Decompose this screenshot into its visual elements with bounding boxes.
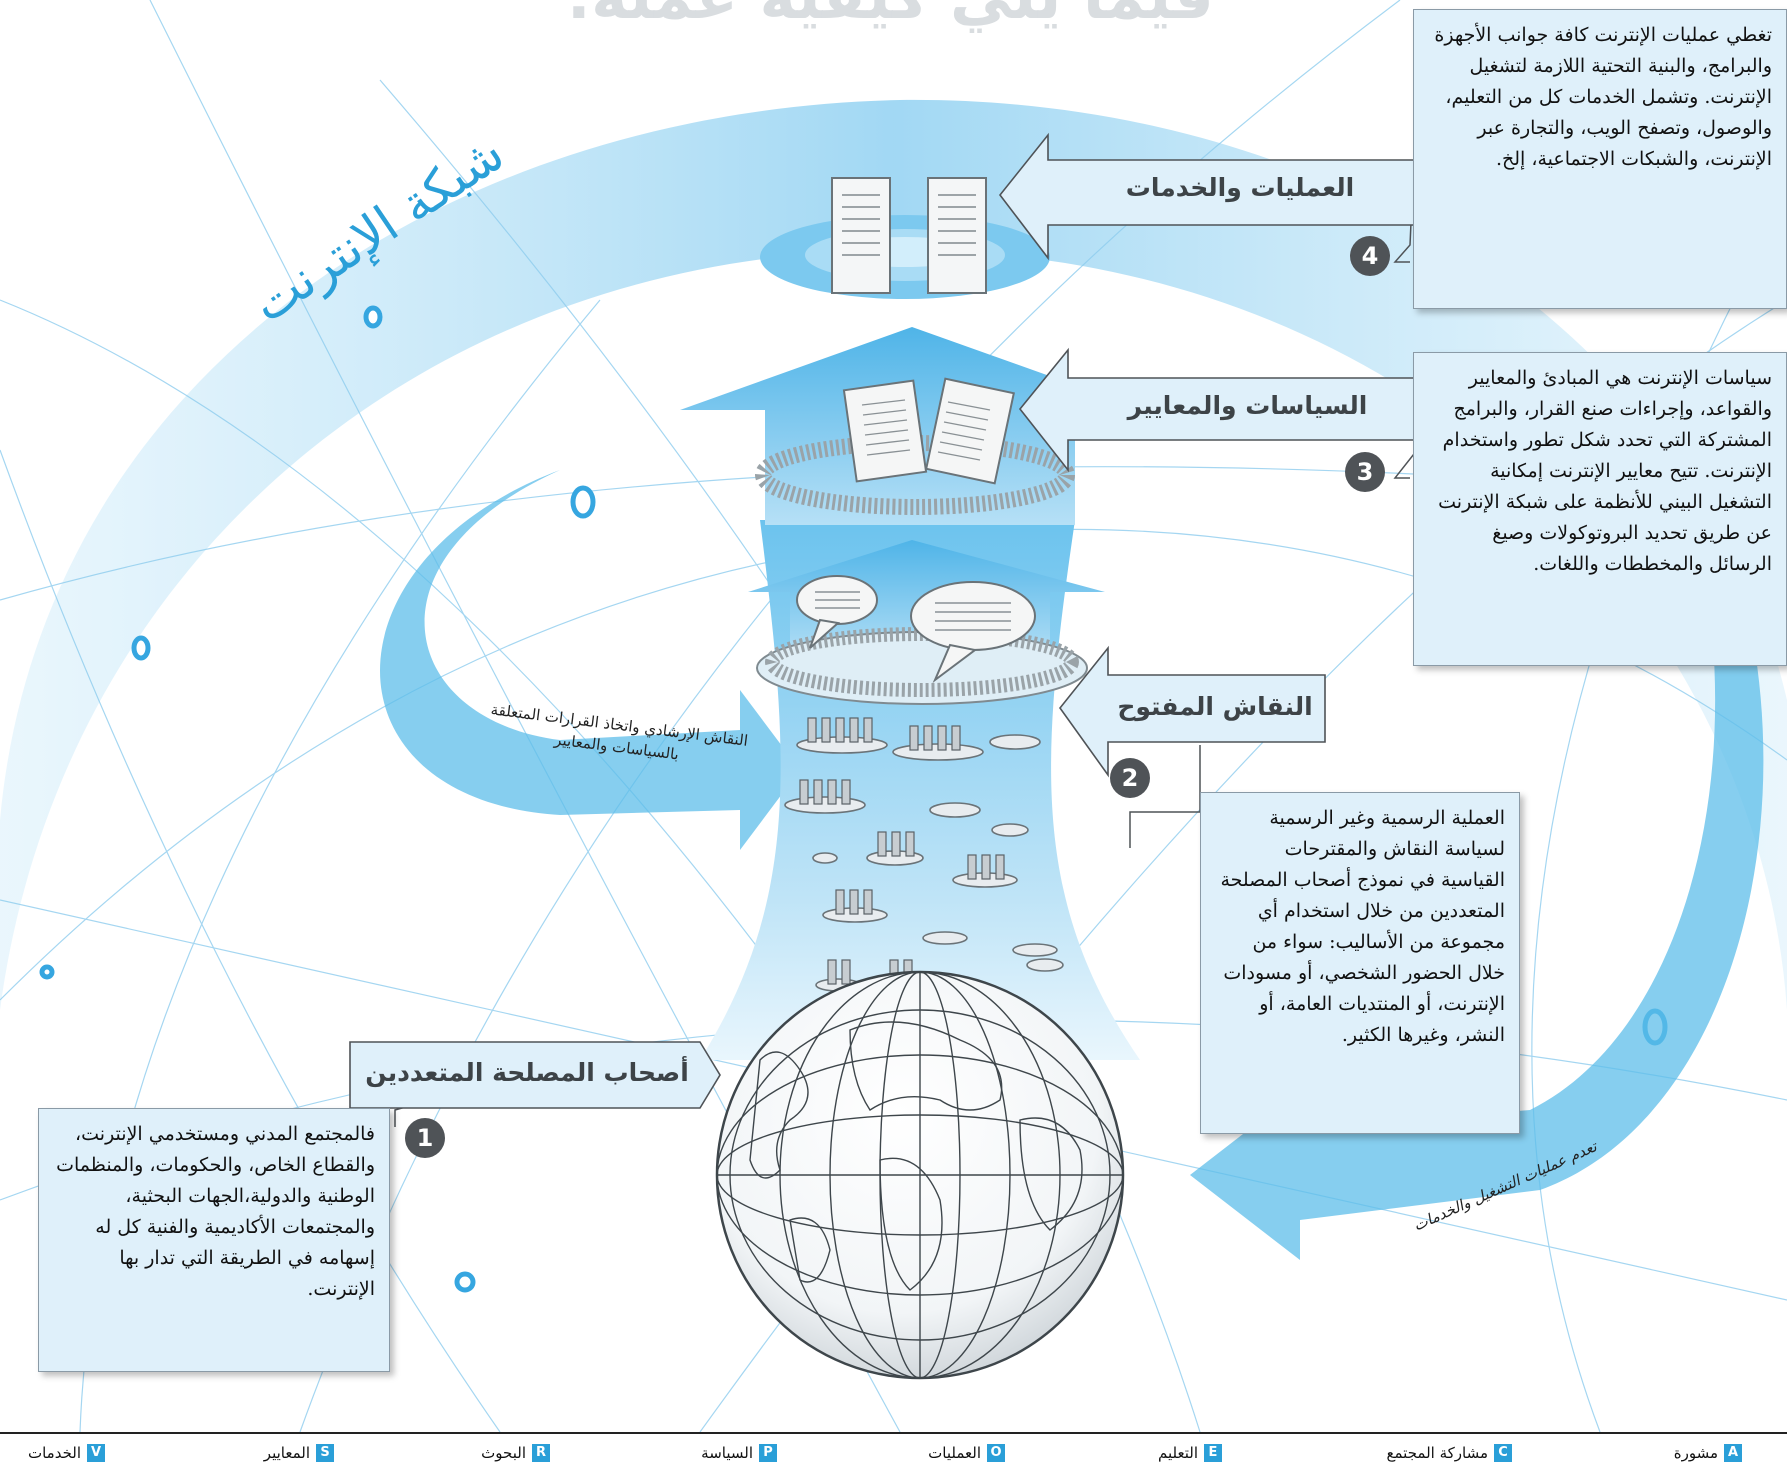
legend-letter: A <box>1724 1444 1742 1462</box>
people-figures <box>799 717 1005 985</box>
page-title: فيما يلي كيفية عمله: <box>540 0 1240 33</box>
legend-label: المعايير <box>263 1444 310 1462</box>
legend-item-advice: A مشورة <box>1674 1444 1742 1462</box>
badge-1: 1 <box>405 1118 445 1158</box>
legend-label: مشورة <box>1673 1444 1718 1462</box>
policy-documents-crowd <box>755 377 1075 515</box>
legend-label: التعليم <box>1158 1444 1198 1462</box>
right-loop-arrow <box>1190 380 1764 1260</box>
legend-letter: E <box>1204 1444 1222 1462</box>
legend-item-services: V الخدمات <box>28 1444 105 1462</box>
legend-label: البحوث <box>481 1444 526 1462</box>
info-policies-standards: سياسات الإنترنت هي المبادئ والمعايير وال… <box>1413 352 1787 666</box>
badge-4: 4 <box>1350 236 1390 276</box>
tag-policies-standards: السياسات والمعايير <box>1127 391 1368 420</box>
badge-2: 2 <box>1110 758 1150 798</box>
legend-letter: P <box>759 1444 777 1462</box>
outer-network-arc <box>0 99 1787 1010</box>
info-open-discussion: العملية الرسمية وغير الرسمية لسياسة النق… <box>1200 792 1520 1134</box>
badge-3: 3 <box>1345 452 1385 492</box>
info-operations-services: تغطي عمليات الإنترنت كافة جوانب الأجهزة … <box>1413 9 1787 309</box>
discussion-bubbles-crowd <box>756 575 1088 705</box>
tag-operations-services: العمليات والخدمات <box>1125 173 1355 202</box>
legend-item-policy: P السياسة <box>701 1444 777 1462</box>
server-icons <box>831 177 987 294</box>
legend-label: مشاركة المجتمع <box>1386 1444 1488 1462</box>
tag-multistakeholders: أصحاب المصلحة المتعددين <box>365 1058 689 1087</box>
legend-item-education: E التعليم <box>1158 1444 1222 1462</box>
legend-item-operations: O العمليات <box>928 1444 1005 1462</box>
legend-item-standards: S المعايير <box>264 1444 334 1462</box>
globe <box>715 970 1125 1380</box>
tag-open-discussion: النقاش المفتوح <box>1117 692 1313 721</box>
legend-letter: S <box>316 1444 334 1462</box>
legend-letter: O <box>987 1444 1005 1462</box>
operations-ring <box>760 215 1050 299</box>
legend-label: العمليات <box>928 1444 981 1462</box>
legend-letter: R <box>532 1444 550 1462</box>
info-multistakeholders: فالمجتمع المدني ومستخدمي الإنترنت، والقط… <box>38 1108 390 1372</box>
legend-item-community: C مشاركة المجتمع <box>1387 1444 1512 1462</box>
legend-label: السياسة <box>701 1444 753 1462</box>
tag-shapes <box>349 132 1433 1109</box>
legend-item-research: R البحوث <box>481 1444 550 1462</box>
legend-label: الخدمات <box>27 1444 81 1462</box>
left-loop-arrow <box>380 470 800 850</box>
legend-bar: A مشورة C مشاركة المجتمع E التعليم O الع… <box>0 1432 1787 1473</box>
legend-letter: V <box>87 1444 105 1462</box>
legend-letter: C <box>1494 1444 1512 1462</box>
